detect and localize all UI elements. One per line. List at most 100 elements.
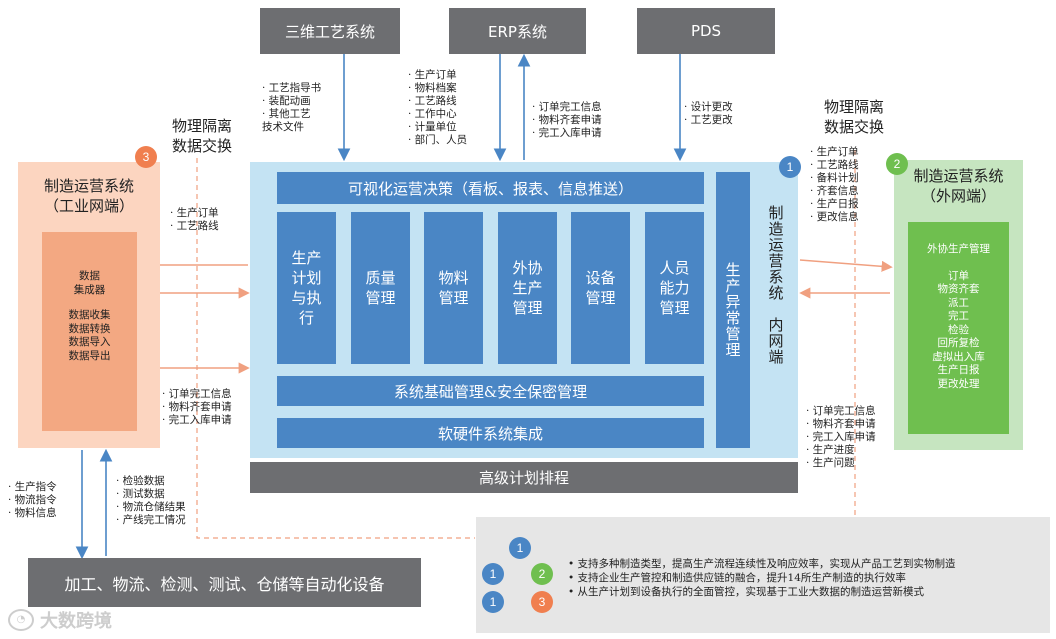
legend-node-1-top: 1 bbox=[509, 537, 531, 559]
module-label: 物料管理 bbox=[438, 269, 469, 307]
note-to-left-system: · 生产订单 · 工艺路线 bbox=[170, 207, 219, 233]
note-line: · 完工入库申请 bbox=[532, 127, 602, 139]
module-outsourcing: 外协生产管理 bbox=[498, 212, 557, 364]
outsourcing-panel: 外协生产管理 订单 物资齐套 派工 完工 检验 回所复检 虚拟出入库 生产日报 … bbox=[908, 222, 1009, 434]
legend-node-label: 3 bbox=[538, 595, 546, 609]
visual-decision-label: 可视化运营决策（看板、报表、信息推送） bbox=[347, 179, 633, 198]
legend-bullet: • 支持企业生产管控和制造供应链的融合，提升14所生产制造的执行效率 bbox=[568, 572, 906, 584]
left-exchange-title: 物理隔离 数据交换 bbox=[160, 116, 244, 156]
pds-system-box: PDS bbox=[637, 8, 775, 54]
outsourcing-line: 物资齐套 bbox=[937, 283, 980, 295]
visual-decision-bar: 可视化运营决策（看板、报表、信息推送） bbox=[277, 172, 704, 204]
pds-system-label: PDS bbox=[690, 22, 722, 40]
main-system-vertical-title: 制造运营系统 内网端 bbox=[760, 205, 792, 445]
integrator-line: 数据转换 bbox=[68, 322, 111, 335]
module-personnel: 人员能力管理 bbox=[645, 212, 704, 364]
outsourcing-title: 外协生产管理 bbox=[927, 243, 990, 255]
title-line: 制造运营系统 bbox=[913, 167, 1004, 185]
legend-bullets: • 支持多种制造类型，提高生产流程连续性及响应效率，实现从产品工艺到实物制造 •… bbox=[568, 557, 956, 599]
legend-node-label: 1 bbox=[489, 595, 497, 609]
vertical-label: 制造运营系统 bbox=[766, 205, 785, 301]
badge-2: 2 bbox=[886, 153, 908, 175]
note-line: · 物流仓储结果 bbox=[116, 501, 186, 513]
title-line: 数据交换 bbox=[823, 118, 884, 136]
spacer bbox=[908, 257, 1009, 270]
note-line: · 工艺路线 bbox=[810, 159, 859, 171]
note-line: · 物料齐套申请 bbox=[532, 114, 602, 126]
note-line: · 产线完工情况 bbox=[116, 514, 186, 526]
note-line: · 生产订单 bbox=[810, 146, 859, 158]
note-line: · 工艺指导书 bbox=[262, 82, 322, 94]
base-management-bar: 系统基础管理&安全保密管理 bbox=[277, 376, 704, 406]
arrow-main-to-right bbox=[799, 259, 893, 272]
note-left-down: · 生产指令 · 物流指令 · 物料信息 bbox=[8, 481, 57, 520]
note-3d-to-main: · 工艺指导书 · 装配动画 · 其他工艺 技术文件 bbox=[262, 82, 321, 134]
module-label: 质量管理 bbox=[365, 269, 396, 307]
note-line: · 其他工艺 bbox=[262, 108, 311, 120]
note-main-to-erp: · 订单完工信息 · 物料齐套申请 · 完工入库申请 bbox=[532, 101, 602, 140]
right-exchange-title: 物理隔离 数据交换 bbox=[812, 97, 896, 137]
note-pds-to-main: · 设计更改 · 工艺更改 bbox=[684, 101, 733, 127]
legend-bullet: • 支持多种制造类型，提高生产流程连续性及响应效率，实现从产品工艺到实物制造 bbox=[568, 558, 956, 570]
spacer bbox=[42, 297, 137, 309]
legend-node-1-bottom: 1 bbox=[482, 591, 504, 613]
note-line: · 生产订单 bbox=[170, 207, 219, 219]
integrator-line: 集成器 bbox=[73, 283, 106, 296]
note-line: · 更改信息 bbox=[810, 211, 859, 223]
badge-3: 3 bbox=[135, 146, 157, 168]
module-label: 人员能力管理 bbox=[659, 259, 690, 317]
note-line: · 生产问题 bbox=[806, 457, 855, 469]
outsourcing-line: 虚拟出入库 bbox=[932, 350, 985, 363]
legend-node-label: 1 bbox=[516, 541, 524, 555]
note-line: · 备料计划 bbox=[810, 172, 859, 184]
integrator-line: 数据导入 bbox=[68, 336, 111, 348]
watermark-text: 大数跨境 bbox=[40, 611, 112, 632]
note-erp-to-main: · 生产订单 · 物料档案 · 工艺路线 · 工作中心 · 计量单位 · 部门、… bbox=[408, 69, 467, 147]
note-line: · 物料信息 bbox=[8, 507, 57, 519]
note-line: · 工艺更改 bbox=[684, 114, 733, 126]
outsourcing-line: 完工 bbox=[948, 310, 969, 322]
integrator-line: 数据 bbox=[79, 270, 100, 282]
title-line: 物理隔离 bbox=[823, 98, 884, 116]
right-system-title: 制造运营系统 （外网端） bbox=[894, 166, 1023, 206]
legend-node-3: 3 bbox=[531, 591, 553, 613]
left-system-panel: 制造运营系统 （工业网端） 数据 集成器 数据收集 数据转换 数据导入 数据导出 bbox=[18, 162, 160, 448]
title-line: 数据交换 bbox=[171, 137, 232, 155]
module-equipment: 设备管理 bbox=[571, 212, 630, 364]
note-line: · 部门、人员 bbox=[408, 134, 468, 146]
legend-panel bbox=[476, 517, 1050, 633]
automation-bar: 加工、物流、检测、测试、仓储等自动化设备 bbox=[28, 558, 421, 607]
badge-label: 1 bbox=[786, 160, 794, 174]
aps-bar: 高级计划排程 bbox=[250, 462, 798, 493]
data-integrator-box: 数据 集成器 数据收集 数据转换 数据导入 数据导出 bbox=[42, 232, 137, 431]
note-from-right-system: · 订单完工信息 · 物料齐套申请 · 完工入库申请 · 生产进度 · 生产问题 bbox=[806, 405, 876, 470]
erp-system-box: ERP系统 bbox=[449, 8, 586, 54]
watermark-logo-icon: ◔ bbox=[8, 609, 34, 631]
note-to-right-system: · 生产订单 · 工艺路线 · 备料计划 · 齐套信息 · 生产日报 · 更改信… bbox=[810, 146, 859, 224]
note-line: · 生产日报 bbox=[810, 198, 859, 210]
note-line: 技术文件 bbox=[262, 121, 304, 133]
badge-label: 3 bbox=[142, 150, 150, 164]
note-line: · 工作中心 bbox=[408, 108, 457, 120]
base-management-label: 系统基础管理&安全保密管理 bbox=[393, 382, 588, 401]
note-line: · 生产订单 bbox=[408, 69, 457, 81]
note-line: · 物料档案 bbox=[408, 82, 457, 94]
integration-label: 软硬件系统集成 bbox=[437, 424, 543, 443]
module-label: 设备管理 bbox=[585, 269, 616, 307]
module-label: 生产计划与执行 bbox=[291, 249, 322, 327]
note-line: · 检验数据 bbox=[116, 475, 165, 487]
outsourcing-line: 订单 bbox=[948, 269, 969, 282]
mes3d-system-box: 三维工艺系统 bbox=[260, 8, 400, 54]
note-line: · 齐套信息 bbox=[810, 185, 859, 197]
erp-system-label: ERP系统 bbox=[488, 22, 547, 41]
note-line: · 物流指令 bbox=[8, 494, 57, 506]
note-line: · 物料齐套申请 bbox=[806, 418, 876, 430]
left-dashed-line bbox=[196, 158, 475, 539]
module-quality: 质量管理 bbox=[351, 212, 410, 364]
legend-node-label: 2 bbox=[538, 567, 546, 581]
note-line: · 订单完工信息 bbox=[162, 388, 232, 400]
module-production-planning: 生产计划与执行 bbox=[277, 212, 336, 364]
note-from-left-system: · 订单完工信息 · 物料齐套申请 · 完工入库申请 bbox=[162, 388, 232, 427]
right-system-panel: 制造运营系统 （外网端） 外协生产管理 订单 物资齐套 派工 完工 检验 回所复… bbox=[894, 160, 1023, 450]
note-line: · 工艺路线 bbox=[170, 220, 219, 232]
